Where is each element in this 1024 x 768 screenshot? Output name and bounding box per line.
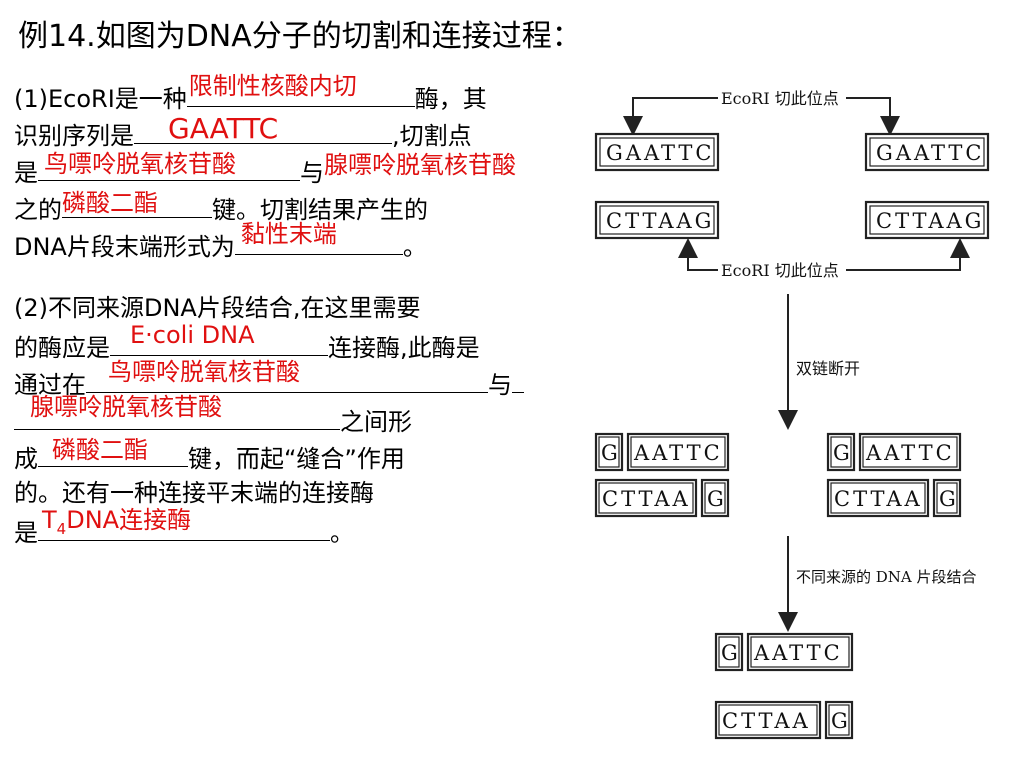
q2-answer-5: T4DNA连接酶 bbox=[42, 506, 191, 543]
top-bracket-arrow-left bbox=[623, 97, 718, 136]
frag-aattc: AATTC bbox=[865, 441, 955, 465]
question-2: (2)不同来源DNA片段结合,在这里需要 的酶应是 E·coli DNA 连接酶,此… bbox=[14, 290, 584, 549]
q2-text: 的。还有一种连接平末端的连接酶 bbox=[14, 479, 374, 507]
q2-text: 与 bbox=[488, 371, 512, 399]
bottom-bracket-arrow-left bbox=[678, 238, 718, 271]
q1-answer-6: 黏性末端 bbox=[240, 220, 337, 248]
q2-text: 是 bbox=[14, 519, 38, 547]
bottom-strand-seq: CTTAAG bbox=[876, 209, 984, 233]
q2-blank-4: 磷酸二酯 bbox=[38, 436, 188, 467]
q2-text: 通过在 bbox=[14, 371, 86, 399]
fragment-right-bottom: CTTAA G bbox=[826, 478, 962, 518]
joined-top: G AATTC bbox=[714, 632, 854, 672]
frag-aattc: AATTC bbox=[633, 441, 723, 465]
t4-subscript: 4 bbox=[56, 519, 67, 538]
frag-g: G bbox=[831, 709, 851, 733]
frag-g: G bbox=[939, 487, 959, 511]
joined-bottom: CTTAA G bbox=[714, 700, 854, 740]
q1-text: 之的 bbox=[14, 196, 62, 224]
frag-g: G bbox=[721, 641, 741, 665]
q2-blank-3: 腺嘌呤脱氧核苷酸 bbox=[14, 393, 340, 430]
q1-answer-2: GAATTC bbox=[168, 112, 279, 145]
q1-text: 识别序列是 bbox=[14, 122, 134, 150]
q1-text: 。 bbox=[402, 233, 427, 261]
q2-blank-1: E·coli DNA bbox=[110, 321, 328, 356]
frag-g: G bbox=[707, 487, 727, 511]
t4-rest: DNA连接酶 bbox=[66, 506, 192, 534]
q1-blank-5: 磷酸二酯 bbox=[62, 189, 212, 218]
bottom-strand-seq: CTTAAG bbox=[606, 209, 714, 233]
frag-cttaa: CTTAA bbox=[722, 709, 811, 733]
q1-answer-1: 限制性核酸内切 bbox=[188, 72, 357, 100]
q1-blank-1: 限制性核酸内切 bbox=[186, 72, 415, 107]
q1-text: 与 bbox=[300, 159, 324, 187]
question-1: (1)EcoRI是一种限制性核酸内切 酶，其 识别序列是 GAATTC ,切割点 是鸟… bbox=[14, 72, 584, 263]
q2-text: (2)不同来源DNA片段结合,在这里需要 bbox=[14, 294, 421, 322]
q1-blank-2: GAATTC bbox=[134, 115, 392, 144]
top-strand-seq: GAATTC bbox=[876, 141, 984, 165]
page-title: 例14.如图为DNA分子的切割和连接过程： bbox=[18, 19, 582, 54]
q2-blank-2b bbox=[512, 364, 524, 393]
top-strand-right: GAATTC bbox=[864, 132, 990, 172]
q2-text: 键，而起“缝合”作用 bbox=[188, 445, 405, 473]
q1-answer-3: 鸟嘌呤脱氧核苷酸 bbox=[44, 150, 236, 178]
q2-text: 之间形 bbox=[340, 408, 412, 436]
top-bracket-arrow-right bbox=[846, 97, 900, 136]
frag-aattc: AATTC bbox=[753, 641, 843, 665]
bottom-strand-right: CTTAAG bbox=[864, 200, 990, 240]
q1-blank-6: 黏性末端 bbox=[234, 220, 403, 255]
q1-text: ,切割点 bbox=[392, 122, 472, 150]
q2-answer-4: 磷酸二酯 bbox=[52, 436, 148, 464]
q2-blank-2: 鸟嘌呤脱氧核苷酸 bbox=[86, 358, 488, 393]
q1-blank-3: 鸟嘌呤脱氧核苷酸 bbox=[38, 150, 300, 181]
q2-blank-5: T4DNA连接酶 bbox=[38, 506, 330, 541]
top-strand-seq: GAATTC bbox=[606, 141, 714, 165]
q1-answer-5: 磷酸二酯 bbox=[62, 189, 158, 217]
bottom-bracket-arrow-right bbox=[846, 238, 970, 271]
q2-answer-3: 腺嘌呤脱氧核苷酸 bbox=[30, 393, 222, 421]
q2-text: 成 bbox=[14, 445, 38, 473]
frag-cttaa: CTTAA bbox=[834, 487, 923, 511]
q1-text: 酶，其 bbox=[414, 85, 487, 113]
fragment-left-top: G AATTC bbox=[594, 432, 730, 472]
fragment-right-top: G AATTC bbox=[826, 432, 962, 472]
t4-letter: T bbox=[42, 506, 57, 534]
dna-cut-ligation-diagram: EcoRI 切此位点 GAATTC GAATTC CTTAAG CTTAAG E… bbox=[594, 89, 990, 740]
bottom-strand-left: CTTAAG bbox=[594, 200, 720, 240]
q2-answer-2: 鸟嘌呤脱氧核苷酸 bbox=[108, 358, 300, 386]
frag-g: G bbox=[601, 441, 621, 465]
q1-text: 是 bbox=[14, 159, 38, 187]
q1-blank-4: 腺嘌呤脱氧核苷酸 bbox=[324, 151, 584, 181]
q1-text: 键。切割结果产生的 bbox=[212, 196, 428, 224]
q2-text: 的酶应是 bbox=[14, 334, 110, 362]
step2-label: 不同来源的 DNA 片段结合 bbox=[796, 568, 977, 586]
q1-answer-4: 腺嘌呤脱氧核苷酸 bbox=[324, 151, 516, 179]
top-strand-left: GAATTC bbox=[594, 132, 720, 172]
step1-label: 双链断开 bbox=[796, 359, 860, 378]
frag-cttaa: CTTAA bbox=[602, 487, 691, 511]
q2-text: 。 bbox=[330, 519, 354, 547]
fragment-left-bottom: CTTAA G bbox=[594, 478, 730, 518]
q1-text: DNA片段末端形式为 bbox=[14, 233, 235, 261]
q2-text: 连接酶,此酶是 bbox=[328, 334, 480, 362]
frag-g: G bbox=[833, 441, 853, 465]
q2-answer-1: E·coli DNA bbox=[130, 321, 255, 349]
q1-text: (1)EcoRI是一种 bbox=[14, 85, 187, 113]
site-label-top: EcoRI 切此位点 bbox=[721, 89, 839, 108]
site-label-bottom: EcoRI 切此位点 bbox=[721, 261, 839, 280]
